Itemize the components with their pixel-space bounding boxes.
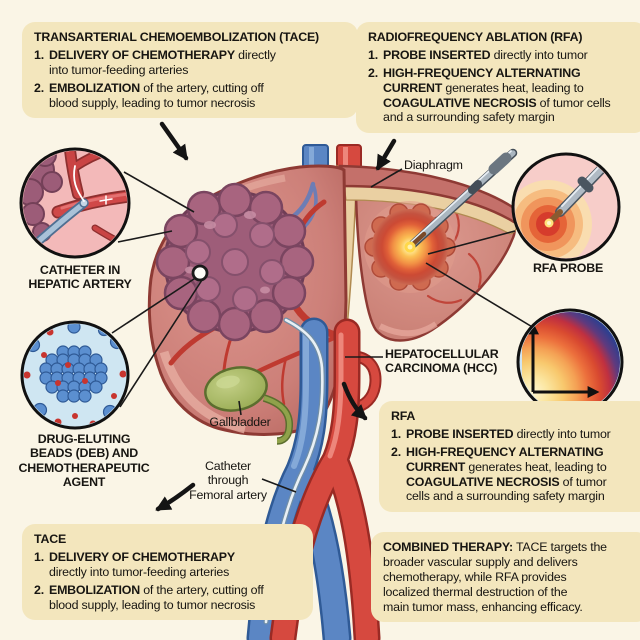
catheter-inset-label: CATHETER IN HEPATIC ARTERY: [28, 263, 132, 292]
hcc-tumor: [155, 182, 315, 342]
inset-catheter-hepatic-artery: [19, 147, 131, 259]
rfa-probe-inset-label: RFA PROBE: [532, 261, 604, 275]
combined-therapy-text: COMBINED THERAPY: TACE targets the broad…: [383, 540, 607, 614]
rfa-top-panel: RADIOFREQUENCY ABLATION (RFA) 1.PROBE IN…: [356, 22, 640, 134]
inset-heat-gradient-map: [516, 308, 624, 416]
tace-bottom-list: 1.DELIVERY OF CHEMOTHERAPY directly into…: [34, 550, 301, 613]
hcc-label: HEPATOCELLULAR CARCINOMA (HCC): [385, 347, 499, 376]
list-item: 1.PROBE INSERTED directly into tumor: [391, 426, 611, 441]
inset-rfa-probe: [511, 152, 621, 262]
rfa-mid-panel: RFA 1.PROBE INSERTED directly into tumor…: [379, 401, 640, 513]
list-item: 2.HIGH-FREQUENCY ALTERNATING CURRENT gen…: [391, 444, 607, 504]
list-item: 1.DELIVERY OF CHEMOTHERAPY directly into…: [34, 47, 276, 77]
gallbladder-label: Gallbladder: [209, 415, 271, 429]
combined-therapy-panel: COMBINED THERAPY: TACE targets the broad…: [371, 532, 640, 623]
rfa-mid-title: RFA: [391, 409, 416, 423]
tace-bottom-panel: TACE 1.DELIVERY OF CHEMOTHERAPY directly…: [22, 524, 313, 621]
bead-cluster: [39, 345, 108, 403]
list-item: 2.EMBOLIZATION of the artery, cutting of…: [34, 582, 264, 612]
rfa-mid-list: 1.PROBE INSERTED directly into tumor 2.HI…: [391, 427, 639, 504]
liver-main-lobe: [147, 164, 348, 436]
rfa-top-list: 1.PROBE INSERTED directly into tumor 2.HI…: [368, 48, 635, 125]
rfa-probe: [404, 148, 518, 253]
list-item: 2.EMBOLIZATION of the artery, cutting of…: [34, 80, 264, 110]
list-item: 1.DELIVERY OF CHEMOTHERAPY directly into…: [34, 549, 235, 579]
tace-top-panel: TRANSARTERIAL CHEMOEMBOLIZATION (TACE) 1…: [22, 22, 358, 119]
diaphragm-label: Diaphragm: [404, 158, 463, 172]
gallbladder: [204, 366, 294, 445]
femoral-catheter-label: Catheter through Femoral artery: [189, 459, 267, 502]
leader-lines: [117, 168, 535, 493]
magnifier-callout: [111, 264, 209, 408]
list-item: 2.HIGH-FREQUENCY ALTERNATING CURRENT gen…: [368, 65, 611, 125]
beads-inset-label: DRUG-ELUTING BEADS (DEB) AND CHEMOTHERAP…: [18, 432, 150, 490]
flow-arrows: [155, 121, 397, 512]
rfa-top-title: RADIOFREQUENCY ABLATION (RFA): [368, 30, 583, 44]
chemo-dots-in-cluster: [55, 362, 88, 386]
inset-drug-eluting-beads: [20, 320, 130, 430]
list-item: 1.PROBE INSERTED directly into tumor: [368, 47, 588, 62]
tace-bottom-title: TACE: [34, 532, 67, 546]
tace-top-title: TRANSARTERIAL CHEMOEMBOLIZATION (TACE): [34, 30, 319, 44]
gradient-axes: [527, 322, 600, 398]
tace-top-list: 1.DELIVERY OF CHEMOTHERAPY directly into…: [34, 48, 346, 111]
